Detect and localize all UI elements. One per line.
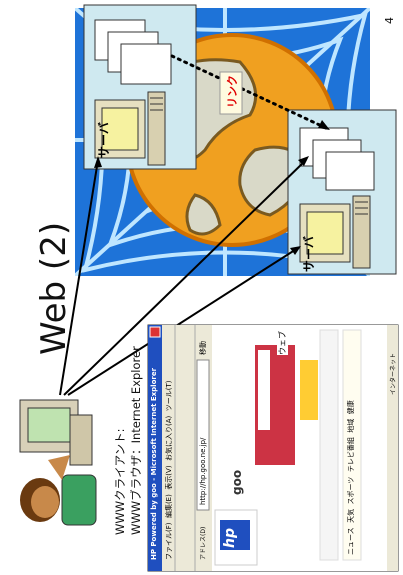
menu-item-file[interactable]: ファイル(F) — [165, 523, 173, 561]
page-number: 4 — [383, 17, 396, 24]
link-news[interactable]: ニュース — [347, 527, 355, 555]
document-icon — [121, 44, 171, 84]
address-label: アドレス(D) — [198, 527, 207, 560]
goo-logo: goo — [230, 470, 244, 495]
browser-menu-bar[interactable]: ファイル(F) 編集(E) 表示(V) お気に入り(A) ツール(T) — [164, 381, 174, 560]
document-icon — [326, 152, 374, 190]
server-label-top: サーバ — [95, 122, 112, 158]
link-region[interactable]: 地域 — [347, 419, 355, 433]
menu-item-favorites[interactable]: お気に入り(A) — [165, 416, 173, 461]
link-weather[interactable]: 天気 — [347, 509, 355, 523]
server-label-bottom: サーバ — [300, 236, 317, 272]
go-button[interactable]: 移動 — [198, 341, 208, 355]
hp-logo: hp — [222, 528, 238, 548]
menu-item-tools[interactable]: ツール(T) — [165, 381, 173, 412]
link-tv[interactable]: テレビ番組 — [347, 437, 355, 472]
link-label: リンク — [224, 75, 240, 108]
link-sports[interactable]: スポーツ — [347, 477, 355, 505]
client-user-icon — [20, 400, 96, 525]
link-health[interactable]: 健康 — [347, 400, 355, 414]
browser-title-bar: HP Powered by goo - Microsoft Internet E… — [150, 368, 158, 560]
browser-screenshot — [148, 325, 398, 571]
status-bar-zone: インターネット — [388, 353, 397, 395]
slide-title: Web (2) — [34, 235, 74, 355]
search-web-button[interactable]: ウェブ — [277, 331, 288, 355]
menu-item-view[interactable]: 表示(V) — [165, 465, 173, 489]
address-input[interactable]: http://hp.goo.ne.jp/ — [199, 438, 207, 505]
search-prompt: 何をお探しですか？ — [258, 365, 268, 428]
client-caption-line1: WWWクライアント: — [112, 428, 128, 535]
client-caption-line2: WWWブラウザ：Internet Explorer — [128, 346, 144, 535]
menu-item-edit[interactable]: 編集(E) — [165, 494, 173, 518]
portal-links[interactable]: ニュース 天気 スポーツ テレビ番組 地域 健康 — [346, 400, 356, 555]
